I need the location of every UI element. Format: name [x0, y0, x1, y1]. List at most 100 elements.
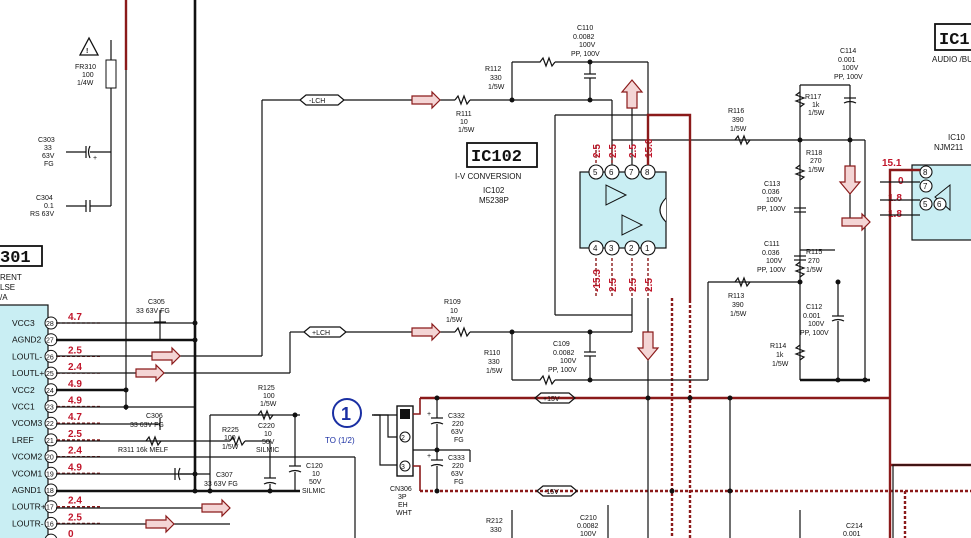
ic301-pin-number: 21 — [46, 438, 54, 445]
c210-voltage: 100V — [580, 531, 597, 538]
r125-value: 100 — [263, 393, 275, 400]
cn306-color: WHT — [396, 510, 413, 517]
ic102-pin-voltage: 2.5 — [644, 278, 655, 292]
ic301-pin-name: LREF — [12, 435, 34, 445]
c306-capacitor: C306 33 63V FG — [130, 413, 164, 430]
c109-label: C109 — [553, 341, 570, 348]
ic301-pin-name: AGND1 — [12, 485, 42, 495]
r110-value: 330 — [488, 359, 500, 366]
ic301-pin-voltage: 2.4 — [68, 362, 82, 373]
ic301-pin-voltage: 4.9 — [68, 379, 82, 390]
svg-text:3: 3 — [401, 464, 405, 471]
ic102-pin-7: 72.5 — [624, 144, 640, 180]
r212-resistor: R212 330 — [486, 510, 513, 538]
fr310-label: FR310 — [75, 64, 96, 71]
ic301-pin-name: LOUTR+ — [12, 502, 46, 512]
c112-type: PP, 100V — [800, 330, 829, 337]
ic-right-pin-8: 8 — [919, 165, 933, 179]
ic102-title: IC102 — [471, 148, 522, 167]
ic102-pin-5: 52.5 — [588, 144, 604, 180]
r125-rating: 1/5W — [260, 401, 277, 408]
connector-marker[interactable]: 1 TO (1/2) — [325, 398, 362, 445]
ic-right-pin-voltage: 1.8 — [888, 193, 902, 204]
ic301-pin-number: 20 — [46, 455, 54, 462]
ic-right-pin-number: 6 — [937, 200, 942, 209]
ic301-pin-voltage: 4.7 — [68, 312, 82, 323]
r111-label: R111 — [456, 111, 472, 118]
ic301-pin-17: LOUTR+172.4 — [12, 496, 100, 514]
r109-rating: 1/5W — [446, 317, 463, 324]
c111-label: C111 — [764, 241, 780, 248]
r114-resistor: R114 1k 1/5W — [770, 343, 806, 368]
ic301-sub-3: /A — [0, 293, 8, 302]
ic102-pin-number: 8 — [645, 168, 650, 177]
ic301-pin-name: VCOM3 — [12, 418, 43, 428]
flow-arrow-lch-minus — [411, 90, 441, 110]
ic102-pin-6: 62.5 — [604, 144, 620, 180]
r115-value: 270 — [808, 258, 820, 265]
cn306-label: CN306 — [390, 486, 412, 493]
ic301-pin-number: 18 — [46, 488, 54, 495]
c214-capacitor: C214 0.001 — [843, 523, 863, 538]
ic-right-part: NJM211 — [934, 143, 964, 152]
r117-value: 1k — [812, 102, 820, 109]
ic102-part: M5238P — [479, 196, 509, 205]
ic301-pin-name: VCOM1 — [12, 468, 43, 478]
r116-label: R116 — [728, 108, 744, 115]
flow-arrow-right-down — [838, 165, 862, 195]
ic301-pin-name: VCOM2 — [12, 452, 43, 462]
c332-label: C332 — [448, 413, 465, 420]
c303-label: C303 — [38, 137, 55, 144]
r311-resistor: R311 16k MELF — [118, 435, 168, 454]
ic102-function: I-V CONVERSION — [455, 172, 521, 181]
c120-value: 10 — [312, 471, 320, 478]
net-lch-minus: -LCH — [309, 98, 325, 105]
flow-arrow-lch-plus — [411, 322, 441, 342]
r115-rating: 1/5W — [806, 267, 823, 274]
r125-resistor: R125 100 1/5W — [257, 385, 277, 421]
ic102-pin-4: 4-15.3 — [588, 240, 604, 292]
c111-value: 0.036 — [762, 250, 780, 257]
r117-rating: 1/5W — [808, 110, 825, 117]
c333-voltage: 63V — [451, 471, 464, 478]
c111-voltage: 100V — [766, 258, 783, 265]
r118-value: 270 — [810, 158, 822, 165]
ic301-pin-voltage: 2.5 — [68, 429, 82, 440]
r117-label: R117 — [805, 94, 821, 101]
c333-value: 220 — [452, 463, 464, 470]
c114-label: C114 — [840, 48, 856, 55]
r114-rating: 1/5W — [772, 361, 789, 368]
ic301-pin-18: AGND1 18 — [12, 483, 58, 497]
connector-to-label: TO (1/2) — [325, 436, 355, 445]
c114-value: 0.001 — [838, 57, 856, 64]
ic301-pin-name: VCC3 — [12, 318, 35, 328]
c220-type: SILMIC — [256, 447, 279, 454]
ic-right-ref: IC10 — [948, 133, 965, 142]
c307-label: C307 — [216, 472, 233, 479]
ic301-pin-number: 19 — [46, 471, 54, 478]
c210-label: C210 — [580, 515, 597, 522]
c332-type: FG — [454, 437, 464, 444]
c220-voltage: 50V — [262, 439, 275, 446]
ic102-pin-1: 12.5 — [640, 240, 656, 292]
c305-label: C305 — [148, 299, 165, 306]
ic102-ref: IC102 — [483, 186, 505, 195]
ic301-title: 301 — [0, 249, 31, 268]
ic102-pin-voltage: 2.5 — [628, 278, 639, 292]
c220-label: C220 — [258, 423, 275, 430]
c305-capacitor: C305 33 63V FG — [136, 299, 170, 340]
ic102-pin-voltage: 15.0 — [644, 138, 655, 158]
ic301-pin-21: LREF 21 2.5 — [12, 429, 100, 447]
r116-rating: 1/5W — [730, 126, 747, 133]
r118-rating: 1/5W — [808, 167, 825, 174]
c303-type: FG — [44, 161, 54, 168]
ic301-pin-number: 17 — [46, 505, 54, 512]
cn306-connector: 2 3 CN306 3P EH WHT — [390, 405, 414, 517]
c210-capacitor: C210 0.0082 100V — [577, 505, 609, 538]
net-minus-15v: -15V — [544, 489, 559, 496]
ic301-pin-voltage: 2.5 — [68, 345, 82, 356]
ic-right-title-block: IC1 AUDIO /BUF IC10 NJM211 — [932, 23, 971, 152]
